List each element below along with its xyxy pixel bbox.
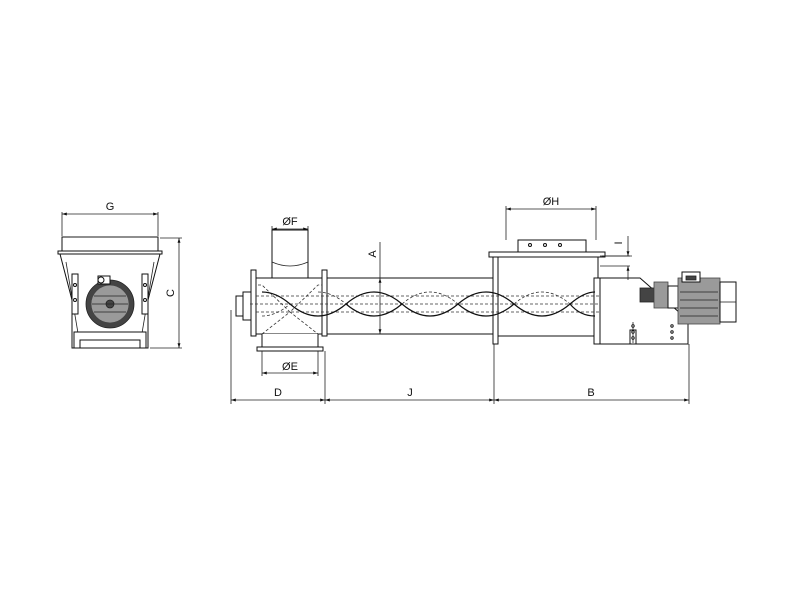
dim-label-f: ØF	[282, 216, 298, 228]
dim-label-c: C	[165, 289, 177, 297]
dim-label-a: A	[367, 250, 379, 258]
dim-label-h: ØH	[543, 196, 560, 208]
dim-label-j: J	[407, 387, 413, 399]
end-view: G C	[57, 201, 182, 349]
dim-label-b: B	[587, 387, 594, 399]
dim-label-e: ØE	[282, 361, 298, 373]
dim-label-g: G	[106, 201, 115, 213]
dim-label-d: D	[274, 387, 282, 399]
dim-label-i: I	[613, 241, 625, 244]
motor-side-icon	[639, 271, 737, 325]
side-view: ØF ØE A ØH I D J B	[230, 196, 737, 404]
motor-end-icon	[85, 275, 135, 329]
